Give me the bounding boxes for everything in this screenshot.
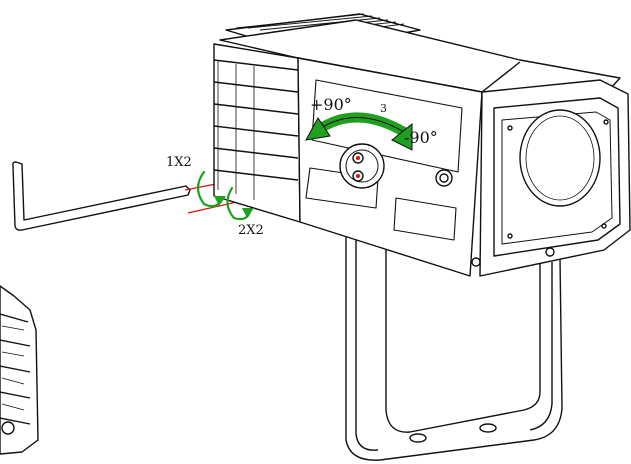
screw-upper-label: 1X2	[166, 155, 192, 170]
secondary-fixture	[0, 285, 39, 455]
rotation-arrow-icon	[305, 112, 413, 151]
plus-angle-label: +90°	[310, 95, 352, 114]
minus-angle-label: -90°	[404, 128, 438, 147]
fixture-body	[213, 13, 631, 277]
step-number-label: 3	[380, 102, 387, 115]
allen-key-icon	[12, 161, 191, 231]
tilt-screw-icon	[339, 143, 385, 189]
screw-turn-arrows	[196, 170, 254, 221]
screw-lower-label: 2X2	[238, 223, 264, 238]
